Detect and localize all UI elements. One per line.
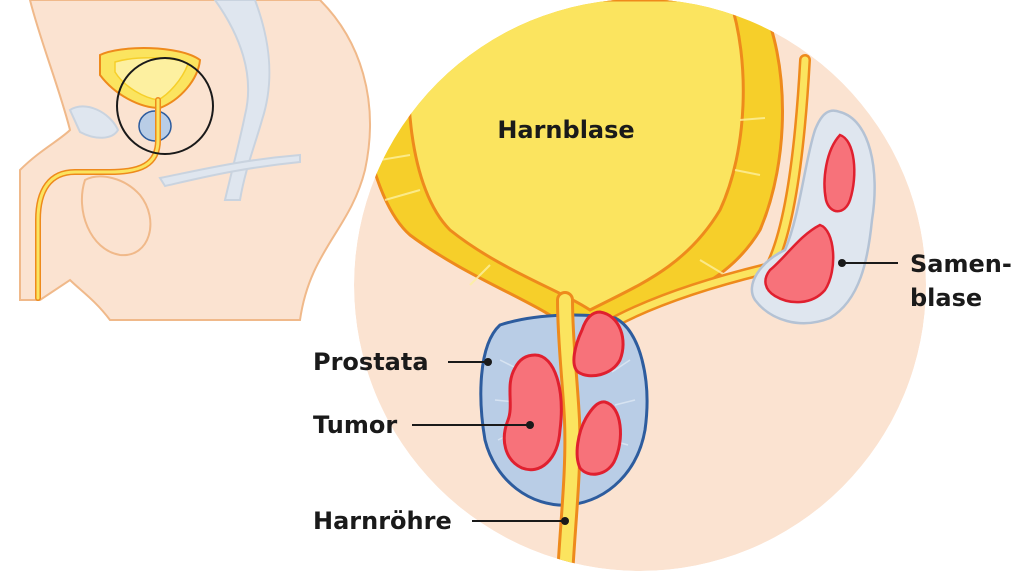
spine-bones bbox=[213, 0, 271, 201]
callout-tumor: Tumor bbox=[313, 411, 534, 439]
seminal-vesicle-tumor-lower bbox=[764, 223, 835, 304]
rectum bbox=[158, 153, 301, 188]
prostate-tumor-lower-right bbox=[575, 400, 622, 476]
overview-body-illustration bbox=[19, 0, 371, 321]
prostate-tumor-left bbox=[502, 353, 563, 472]
zoom-indicator-circle bbox=[116, 57, 214, 155]
label-tumor: Tumor bbox=[313, 411, 397, 439]
seminal-vesicle-tumor-upper bbox=[823, 133, 856, 213]
scrotum-outline bbox=[80, 175, 152, 257]
callout-prostate: Prostata bbox=[313, 348, 492, 376]
body-silhouette bbox=[19, 0, 371, 321]
label-seminal-vesicle-line2: blase bbox=[910, 284, 982, 312]
label-urethra: Harnröhre bbox=[313, 507, 452, 535]
label-bladder: Harnblase bbox=[497, 116, 634, 144]
bladder-cavity bbox=[406, 0, 745, 312]
pubic-bone bbox=[68, 105, 120, 139]
label-seminal-vesicle-line1: Samen- bbox=[910, 250, 1012, 278]
callout-seminal-vesicle: Samen- blase bbox=[838, 250, 1012, 312]
prostate-tumor-upper-right bbox=[572, 310, 625, 378]
zoomed-view bbox=[354, 0, 926, 571]
callout-urethra: Harnröhre bbox=[313, 507, 569, 535]
label-prostate: Prostata bbox=[313, 348, 429, 376]
